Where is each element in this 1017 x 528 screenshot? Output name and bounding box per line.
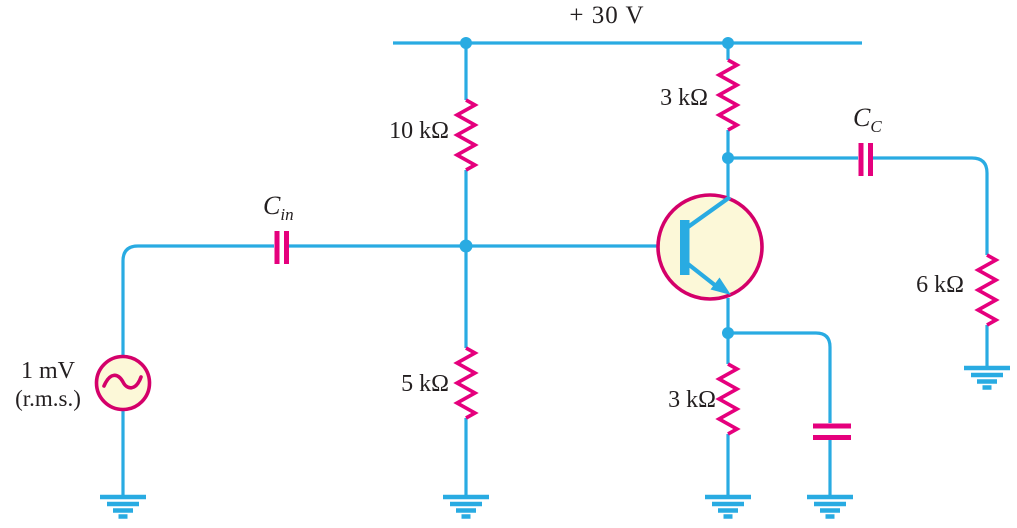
transistor-symbol: [656, 193, 764, 301]
source-rms-label: (r.m.s.): [15, 386, 81, 411]
junction-dots: [459, 37, 734, 339]
resistor-r1-label: 10 kΩ: [389, 118, 449, 144]
ground-icon-rl: [964, 365, 1010, 390]
ac-source-symbol: [94, 354, 152, 412]
supply-voltage-label: + 30 V: [569, 2, 645, 29]
resistor-r2-label: 5 kΩ: [401, 371, 449, 397]
resistors: [453, 58, 1000, 436]
capacitor-cc-label: CC: [853, 104, 882, 136]
sine-wave-icon: [102, 373, 143, 390]
cc-symbol-text: C: [853, 103, 871, 132]
ground-icon-source: [100, 494, 146, 519]
transistor-emitter-lead: [686, 262, 718, 288]
source-value-label: 1 mV: [21, 358, 75, 384]
transistor-collector-lead: [686, 195, 732, 229]
capacitors: [274, 143, 873, 440]
output-corner-wire: [873, 156, 989, 255]
cin-subscript-text: in: [280, 205, 294, 224]
resistor-re-zigzag: [715, 362, 741, 436]
capacitor-cin-label: Cin: [263, 192, 294, 224]
ground-icon-bypass: [807, 494, 853, 519]
resistor-re-label: 3 kΩ: [668, 387, 716, 413]
cin-symbol-text: C: [263, 191, 281, 220]
grounds: [100, 365, 1010, 519]
capacitor-cin-plates: [274, 231, 289, 264]
capacitor-bypass-plates: [813, 423, 851, 440]
source-to-cin-wire: [121, 244, 274, 357]
transistor-base-bar: [680, 220, 690, 275]
resistor-r2-zigzag: [453, 346, 479, 420]
ground-icon-r2: [443, 494, 489, 519]
bypass-branch-wire: [728, 331, 832, 423]
junction-dot: [460, 37, 472, 49]
emitter-arrow-icon: [710, 277, 731, 295]
junction-dot: [722, 37, 734, 49]
resistor-rl-label: 6 kΩ: [916, 272, 964, 298]
junction-dot: [459, 239, 473, 253]
resistor-rc-label: 3 kΩ: [660, 85, 708, 111]
resistor-rc-zigzag: [715, 58, 741, 132]
cc-subscript-text: C: [870, 117, 882, 136]
resistor-r1-zigzag: [453, 98, 479, 172]
ground-icon-re: [705, 494, 751, 519]
junction-dot: [722, 152, 734, 164]
resistor-rl-zigzag: [974, 253, 1000, 327]
capacitor-cc-plates: [858, 143, 873, 176]
junction-dot: [722, 327, 734, 339]
